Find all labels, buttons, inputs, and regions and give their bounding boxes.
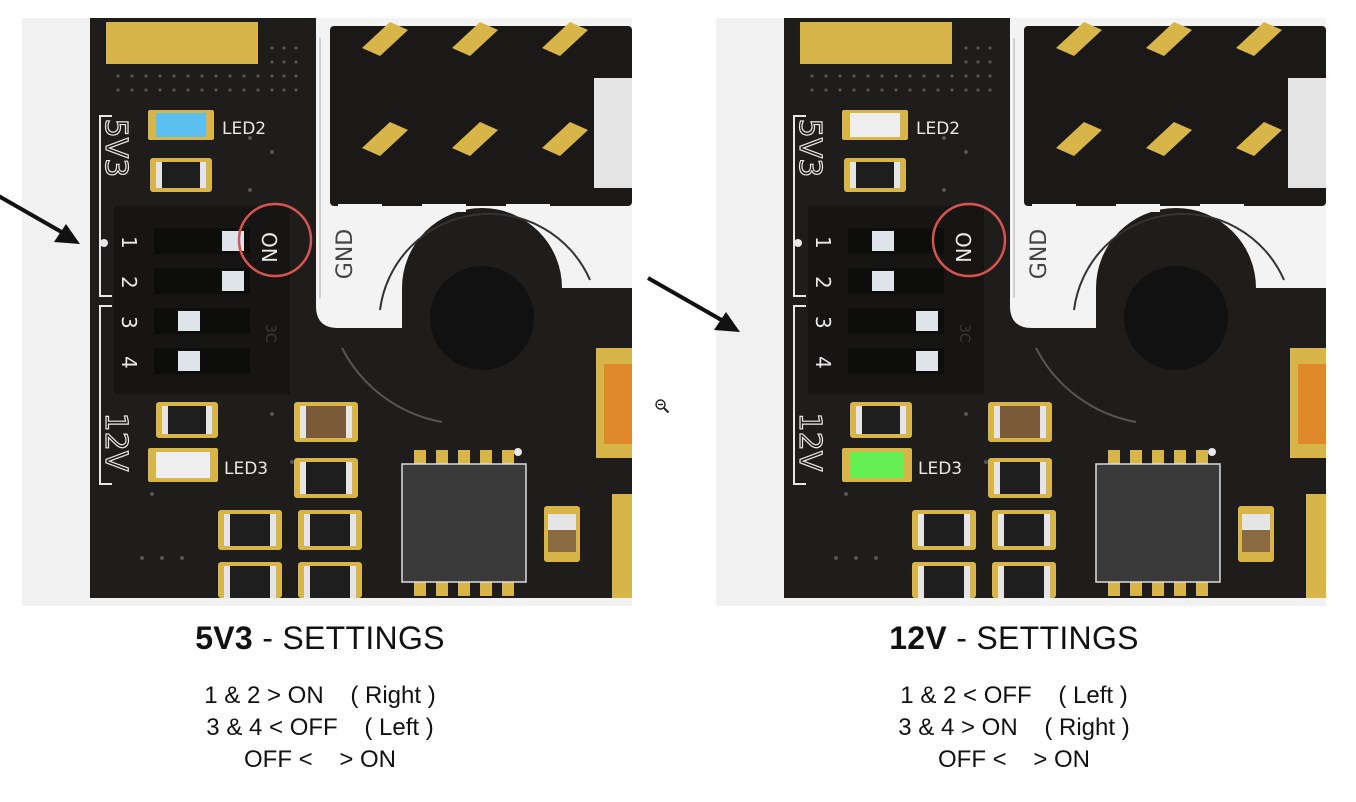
connector-header [330,26,632,206]
settings-line: 1 & 2 < OFF ( Left ) [900,682,1128,709]
svg-text:1: 1 [117,236,141,249]
on-highlight-circle [237,202,313,278]
silk-bracket-top [99,115,112,297]
dip-switch-toggles [154,228,250,374]
settings-line: 1 & 2 > ON ( Right ) [204,682,436,709]
switch-track-2 [848,268,944,294]
switch-knob-3 [916,311,938,331]
ic-chip [1095,448,1221,596]
svg-text:4: 4 [811,356,835,369]
gnd-label: GND [1027,229,1052,279]
dip-switch-toggles [848,228,944,374]
settings-line: OFF < > ON [937,746,1091,773]
label-5v3: 5V3 [792,119,827,178]
settings-lines: 1 & 2 < OFF ( Left ) 3 & 4 > ON ( Right … [694,680,1334,776]
switch-track-4 [154,348,250,374]
silk-bracket-top [793,115,806,297]
mounting-hole [1124,266,1228,370]
smd-components [912,402,1056,598]
silk-bracket-bottom [793,305,806,485]
arrow-icon [0,194,80,244]
silk-bracket-bottom [99,305,112,485]
svg-text:3: 3 [811,316,835,329]
switch-track-1 [848,228,944,254]
led3-label: LED3 [918,459,962,479]
settings-title: 5V3 - SETTINGS [195,620,445,656]
mounting-hole [430,266,534,370]
svg-text:1: 1 [811,236,835,249]
settings-line: 3 & 4 > ON ( Right ) [898,714,1130,741]
led3-label: LED3 [224,459,268,479]
svg-text:3: 3 [117,316,141,329]
settings-lines: 1 & 2 > ON ( Right ) 3 & 4 < OFF ( Left … [0,680,640,776]
via-dots [116,46,298,560]
label-5v3: 5V3 [98,119,133,178]
switch-knob-1 [872,231,894,251]
switch-track-3 [154,308,250,334]
svg-text:4: 4 [117,356,141,369]
on-label: ON [257,232,281,263]
on-label: ON [951,232,975,263]
top-pad [800,22,952,64]
via-dots [810,46,992,560]
led3 [850,452,904,478]
led2 [850,113,900,137]
connector-header [1024,26,1326,206]
switch-knob-2 [872,271,894,291]
settings-line: 3 & 4 < OFF ( Left ) [206,714,434,741]
caption: 5V3 - SETTINGS 1 & 2 > ON ( Right ) 3 & … [0,618,640,776]
silk-mark: 3C [262,324,278,343]
settings-title: 12V - SETTINGS [889,620,1139,656]
arrow-icon [647,276,740,332]
svg-text:2: 2 [811,276,835,289]
switch-numbers: 1 2 3 4 [117,236,141,369]
silk-dot [100,239,108,247]
label-12v: 12V [98,413,133,472]
on-highlight-circle [931,202,1007,278]
header-pins [362,22,588,156]
panel-5v3: 5V3 12V LED2 1 2 3 4 3C ON [0,0,640,802]
switch-numbers: 1 2 3 4 [811,236,835,369]
switch-knob-2 [222,271,244,291]
ic-chip [401,448,527,596]
led2 [156,113,206,137]
panel-12v: 5V3 12V LED2 1 2 3 4 3C ON [647,0,1334,802]
svg-text:2: 2 [117,276,141,289]
silk-dot [794,239,802,247]
switch-knob-4 [916,351,938,371]
led2-label: LED2 [222,119,266,139]
silk-mark: 3C [956,324,972,343]
caption: 12V - SETTINGS 1 & 2 < OFF ( Left ) 3 & … [694,618,1334,776]
gnd-label: GND [333,229,358,279]
switch-knob-3 [178,311,200,331]
zoom-out-cursor-icon [655,399,670,414]
led3 [156,452,210,478]
label-12v: 12V [792,413,827,472]
top-pad [106,22,258,64]
smd-components [218,402,362,598]
settings-line: OFF < > ON [243,746,397,773]
board-image: 5V3 12V LED2 1 2 3 4 3C ON [716,18,1326,606]
switch-knob-4 [178,351,200,371]
led2-label: LED2 [916,119,960,139]
board-image: 5V3 12V LED2 1 2 3 4 3C ON [22,18,632,606]
header-pins [1056,22,1282,156]
